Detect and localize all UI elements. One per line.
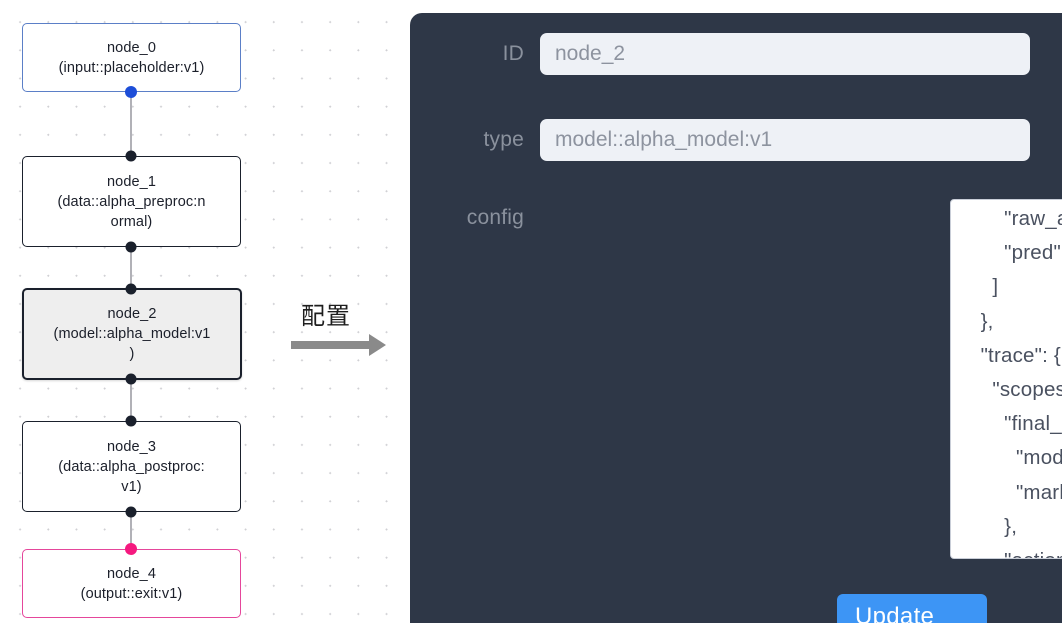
node-label: node_0(input::placeholder:v1): [29, 38, 234, 78]
annotation-caption: 配置: [301, 303, 351, 330]
node-subtitle-line1: (model::alpha_model:v1: [53, 326, 211, 342]
update-button[interactable]: Update: [837, 594, 987, 623]
right-arrow-icon: [369, 334, 386, 356]
node-title: node_3: [107, 438, 156, 455]
node_4-target-handle[interactable]: [125, 543, 137, 555]
node-subtitle-line1: (data::alpha_postproc:: [58, 458, 205, 475]
node-subtitle-line1: (data::alpha_preproc:n: [57, 193, 206, 210]
id-label: ID: [502, 42, 524, 65]
type-input[interactable]: [540, 119, 1030, 161]
node-title: node_2: [107, 306, 157, 322]
node-title: node_0: [107, 39, 156, 56]
config-textarea-content: "raw_action", "pred" ] }, "trace": { "sc…: [980, 207, 1062, 558]
graph-node-node_2[interactable]: node_2(model::alpha_model:v1): [22, 288, 242, 380]
config-label: config: [466, 206, 524, 229]
node-label: node_3(data::alpha_postproc:v1): [29, 437, 234, 497]
node_3-source-handle[interactable]: [125, 506, 137, 518]
node-label: node_4(output::exit:v1): [29, 564, 234, 604]
edge-node2-node3: [130, 379, 132, 421]
edge-node0-node1: [130, 92, 132, 156]
node_3-target-handle[interactable]: [125, 415, 137, 427]
node-title: node_4: [107, 565, 156, 582]
page-bottom-strip: [0, 623, 1062, 643]
node_1-source-handle[interactable]: [125, 241, 137, 253]
node-subtitle-line2: ): [129, 346, 135, 362]
type-label: type: [483, 128, 524, 151]
graph-node-node_0[interactable]: node_0(input::placeholder:v1): [22, 23, 241, 92]
graph-node-node_4[interactable]: node_4(output::exit:v1): [22, 549, 241, 618]
node-title: node_1: [107, 173, 156, 190]
graph-node-node_3[interactable]: node_3(data::alpha_postproc:v1): [22, 421, 241, 512]
node-label: node_2(model::alpha_model:v1): [30, 304, 234, 364]
annotation-arrow-shaft: [291, 341, 369, 349]
node-subtitle-line2: ormal): [110, 213, 153, 230]
node-subtitle-line2: v1): [121, 478, 142, 495]
node_0-source-handle[interactable]: [125, 86, 137, 98]
type-field-row: type: [410, 119, 1062, 161]
node-subtitle: (output::exit:v1): [80, 585, 183, 602]
config-textarea-wrapper: "raw_action", "pred" ] }, "trace": { "sc…: [950, 199, 1062, 559]
id-input[interactable]: [540, 33, 1030, 75]
edge-node1-node2: [130, 247, 132, 289]
id-field-row: ID: [410, 33, 1062, 75]
edge-node3-node4: [130, 512, 132, 549]
node_2-source-handle[interactable]: [125, 373, 137, 385]
node_2-target-handle[interactable]: [125, 283, 137, 295]
node-config-panel: ID type config "raw_action", "pred" ] },…: [410, 13, 1062, 623]
config-textarea[interactable]: "raw_action", "pred" ] }, "trace": { "sc…: [950, 199, 1062, 559]
node-subtitle: (input::placeholder:v1): [58, 59, 205, 76]
node_1-target-handle[interactable]: [125, 150, 137, 162]
